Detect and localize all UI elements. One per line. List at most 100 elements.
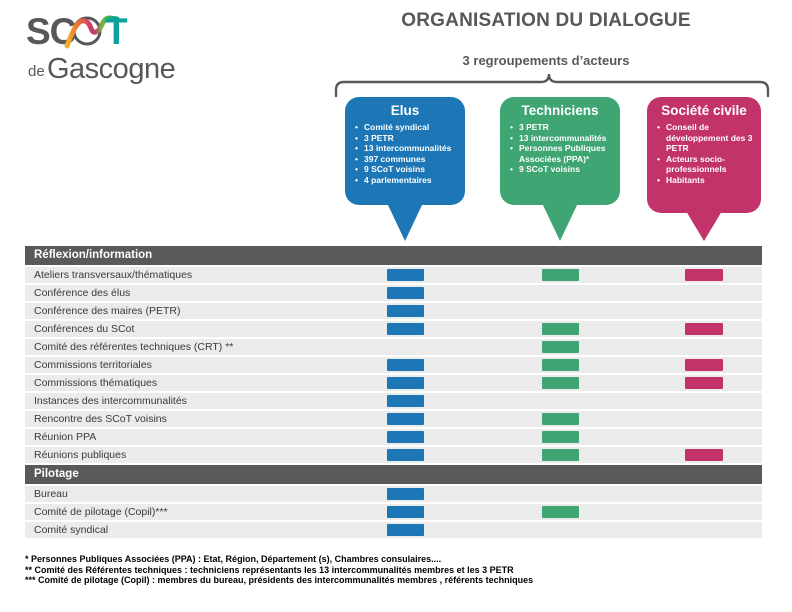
group-item-label: 4 parlementaires: [364, 174, 432, 185]
logo-text-gascogne: Gascogne: [47, 53, 175, 85]
group-item-label: 9 SCoT voisins: [519, 164, 580, 174]
mark-techniciens: [542, 413, 579, 425]
arrow-down-techniciens-icon: [542, 203, 578, 241]
bullet-icon: [355, 143, 364, 154]
arrow-down-elus-icon: [387, 203, 423, 241]
bullet-icon: [355, 175, 364, 186]
mark-elus: [387, 323, 424, 335]
row-label: Réunion PPA: [34, 431, 97, 443]
mark-elus: [387, 395, 424, 407]
group-item-label: Conseil de développement des 3 PETR: [666, 122, 753, 153]
mark-techniciens: [542, 269, 579, 281]
mark-techniciens: [542, 506, 579, 518]
table-row: Instances des intercommunalités: [25, 393, 762, 409]
table-row: Réunions publiques: [25, 447, 762, 463]
group-title-techniciens: Techniciens: [521, 103, 599, 118]
bullet-icon: [657, 154, 666, 175]
group-box-societe-civile: Société civile Conseil de développement …: [647, 97, 761, 241]
bullet-icon: [657, 175, 666, 186]
logo-text-t: T: [105, 11, 128, 52]
group-list-techniciens: 3 PETR13 intercommunalitésPersonnes Publ…: [500, 122, 620, 175]
group-item: 3 PETR: [355, 133, 460, 144]
footnote-crt: ** Comité des Référentes techniques : te…: [25, 564, 514, 575]
row-label: Commissions territoriales: [34, 359, 152, 371]
bullet-icon: [657, 122, 666, 154]
table-row: Conférence des élus: [25, 285, 762, 301]
scot-de-gascogne-logo: SC T de Gascogne: [26, 11, 176, 85]
mark-techniciens: [542, 377, 579, 389]
group-item-label: 13 intercommunalités: [519, 132, 607, 143]
group-item-label: Acteurs socio-professionnels: [666, 153, 727, 175]
arrow-down-societe-civile-icon: [686, 211, 722, 241]
mark-elus: [387, 287, 424, 299]
table-row: Comité syndical: [25, 522, 762, 538]
group-item: 13 intercommunalités: [510, 133, 615, 144]
group-item-label: Personnes Publiques Associées (PPA)*: [519, 143, 606, 164]
footnote-ppa: * Personnes Publiques Associées (PPA) : …: [25, 554, 442, 564]
mark-elus: [387, 431, 424, 443]
mark-societe_civile: [685, 323, 723, 335]
row-label: Réunions publiques: [34, 449, 127, 461]
mark-societe_civile: [685, 359, 723, 371]
group-list-societe-civile: Conseil de développement des 3 PETRActeu…: [647, 122, 761, 185]
table-row: Conférence des maires (PETR): [25, 303, 762, 319]
bullet-icon: [355, 164, 364, 175]
bullet-icon: [510, 143, 519, 164]
mark-elus: [387, 449, 424, 461]
row-label: Conférences du SCot: [34, 323, 135, 335]
table-row: Conférences du SCot: [25, 321, 762, 337]
table-row: Rencontre des SCoT voisins: [25, 411, 762, 427]
mark-techniciens: [542, 323, 579, 335]
row-label: Ateliers transversaux/thématiques: [34, 269, 193, 281]
row-label: Bureau: [34, 488, 68, 500]
row-label: Rencontre des SCoT voisins: [34, 413, 167, 425]
group-item-label: 9 SCoT voisins: [364, 164, 425, 174]
group-box-elus: Elus Comité syndical3 PETR13 intercommun…: [345, 97, 465, 241]
bullet-icon: [355, 133, 364, 144]
row-label: Comité de pilotage (Copil)***: [34, 506, 168, 518]
section-header: Pilotage: [25, 465, 762, 484]
group-item-label: 3 PETR: [364, 132, 394, 143]
group-list-elus: Comité syndical3 PETR13 intercommunalité…: [345, 122, 465, 185]
row-label: Comité des référentes techniques (CRT) *…: [34, 341, 234, 353]
mark-techniciens: [542, 341, 579, 353]
table-row: Commissions territoriales: [25, 357, 762, 373]
brace-icon: [334, 73, 770, 98]
group-box-techniciens: Techniciens 3 PETR13 intercommunalitésPe…: [500, 97, 620, 241]
footnotes: * Personnes Publiques Associées (PPA) : …: [25, 554, 533, 586]
section-header: Réflexion/information: [25, 246, 762, 265]
table-row: Ateliers transversaux/thématiques: [25, 267, 762, 283]
mark-elus: [387, 506, 424, 518]
mark-elus: [387, 305, 424, 317]
group-title-elus: Elus: [390, 103, 420, 118]
mark-elus: [387, 524, 424, 536]
mark-techniciens: [542, 449, 579, 461]
group-item: 4 parlementaires: [355, 175, 460, 186]
table-row: Comité des référentes techniques (CRT) *…: [25, 339, 762, 355]
table-row: Comité de pilotage (Copil)***: [25, 504, 762, 520]
mark-elus: [387, 413, 424, 425]
row-label: Conférence des maires (PETR): [34, 305, 181, 317]
logo-text-de: de: [28, 63, 45, 80]
group-item: Acteurs socio-professionnels: [657, 154, 756, 175]
row-label: Instances des intercommunalités: [34, 395, 187, 407]
bullet-icon: [510, 122, 519, 133]
group-item: Personnes Publiques Associées (PPA)*: [510, 143, 615, 164]
mark-elus: [387, 359, 424, 371]
mark-techniciens: [542, 359, 579, 371]
mark-societe_civile: [685, 269, 723, 281]
group-item: 13 intercommunalités: [355, 143, 460, 154]
group-item: 9 SCoT voisins: [510, 164, 615, 175]
group-item: Comité syndical: [355, 122, 460, 133]
group-item: Conseil de développement des 3 PETR: [657, 122, 756, 154]
row-label: Comité syndical: [34, 524, 109, 536]
group-item: 3 PETR: [510, 122, 615, 133]
group-item-label: 397 communes: [364, 153, 426, 164]
subtitle-groups-count: 3 regroupements d’acteurs: [462, 53, 630, 68]
bullet-icon: [355, 122, 364, 133]
group-item: Habitants: [657, 175, 756, 186]
table-row: Bureau: [25, 486, 762, 502]
row-label: Conférence des élus: [34, 287, 131, 299]
